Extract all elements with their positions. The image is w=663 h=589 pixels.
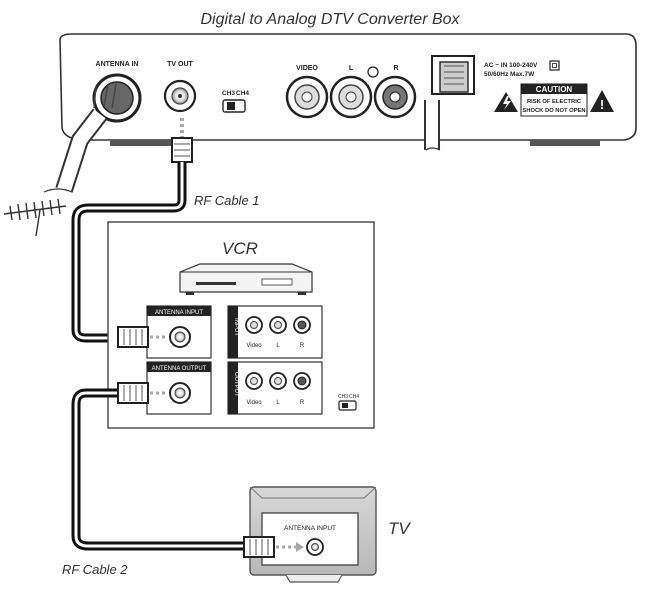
vcr-ch3-label: CH3 <box>338 394 348 400</box>
video-label: VIDEO <box>296 65 318 72</box>
vcr-antenna-input-label: ANTENNA INPUT <box>155 310 203 316</box>
vcr-input-left-label: L <box>276 343 280 349</box>
antenna-in-label: ANTENNA IN <box>96 61 139 68</box>
video-jack <box>285 75 329 119</box>
vcr-input-video-jack <box>245 316 263 334</box>
vcr-output-label: OUTPUT <box>233 372 239 397</box>
rf-cable-1-label: RF Cable 1 <box>194 193 260 208</box>
audio-left-jack <box>329 75 373 119</box>
vcr-ch4-label: CH4 <box>349 394 359 400</box>
vcr-title: VCR <box>222 239 258 258</box>
rf-cable-2-label: RF Cable 2 <box>62 562 128 577</box>
caution-header <box>521 84 587 94</box>
vcr-panel: VCR ANTENNA INPUT ANTENNA OUTPUT <box>107 221 375 429</box>
audio-right-jack <box>373 75 417 119</box>
vcr-output-video-jack <box>245 372 263 390</box>
vcr-output-video-label: Video <box>246 400 262 406</box>
rf-cable-2-plug <box>243 536 275 558</box>
power-rating-line1: AC ~ IN 100-240V <box>484 62 538 69</box>
tv-set: ANTENNA INPUT <box>249 486 377 583</box>
vcr-output-right-jack <box>293 372 311 390</box>
vcr-icon <box>179 263 313 295</box>
svg-text:!: ! <box>600 97 604 112</box>
rf-cable-1-plug <box>117 326 149 348</box>
vcr-antenna-input-jack <box>150 326 191 348</box>
ch3-label: CH3 <box>222 90 235 97</box>
vcr-antenna-output-label: ANTENNA OUTPUT <box>152 366 207 372</box>
vcr-input-video-label: Video <box>246 343 262 349</box>
vcr-output-left-jack <box>269 372 287 390</box>
vcr-antenna-output-jack <box>150 382 191 404</box>
vcr-input-left-jack <box>269 316 287 334</box>
power-cord <box>424 100 441 151</box>
power-plug <box>431 55 475 95</box>
vcr-input-right-jack <box>293 316 311 334</box>
rf-cable-1 <box>71 118 193 343</box>
tv-antenna-input-label: ANTENNA INPUT <box>284 525 336 532</box>
vcr-output-right-label: R <box>300 400 305 406</box>
tv-out-label: TV OUT <box>167 61 193 68</box>
rf-cable-2 <box>71 382 244 551</box>
caution-text-line2: SHOCK DO NOT OPEN <box>522 108 585 114</box>
tv-title: TV <box>388 519 411 538</box>
diagram-title: Digital to Analog DTV Converter Box <box>200 11 460 28</box>
audio-left-label: L <box>349 65 354 72</box>
caution-text-line1: RISK OF ELECTRIC <box>527 99 582 105</box>
antenna-cable <box>43 83 117 193</box>
caution-label: CAUTION <box>536 85 573 94</box>
outdoor-antenna-icon <box>3 198 67 237</box>
converter-box: ANTENNA IN TV OUT CH3 CH4 VIDEO L R <box>59 33 637 146</box>
vcr-input-label: INPUT <box>233 318 239 336</box>
audio-right-label: R <box>393 65 398 72</box>
tv-antenna-input-jack <box>306 538 324 556</box>
power-rating-line2: 50/60Hz Max.7W <box>484 71 535 78</box>
general-warning-icon <box>590 90 614 112</box>
vcr-output-left-label: L <box>276 400 280 406</box>
ch4-label: CH4 <box>236 90 249 97</box>
vcr-input-right-label: R <box>300 343 305 349</box>
